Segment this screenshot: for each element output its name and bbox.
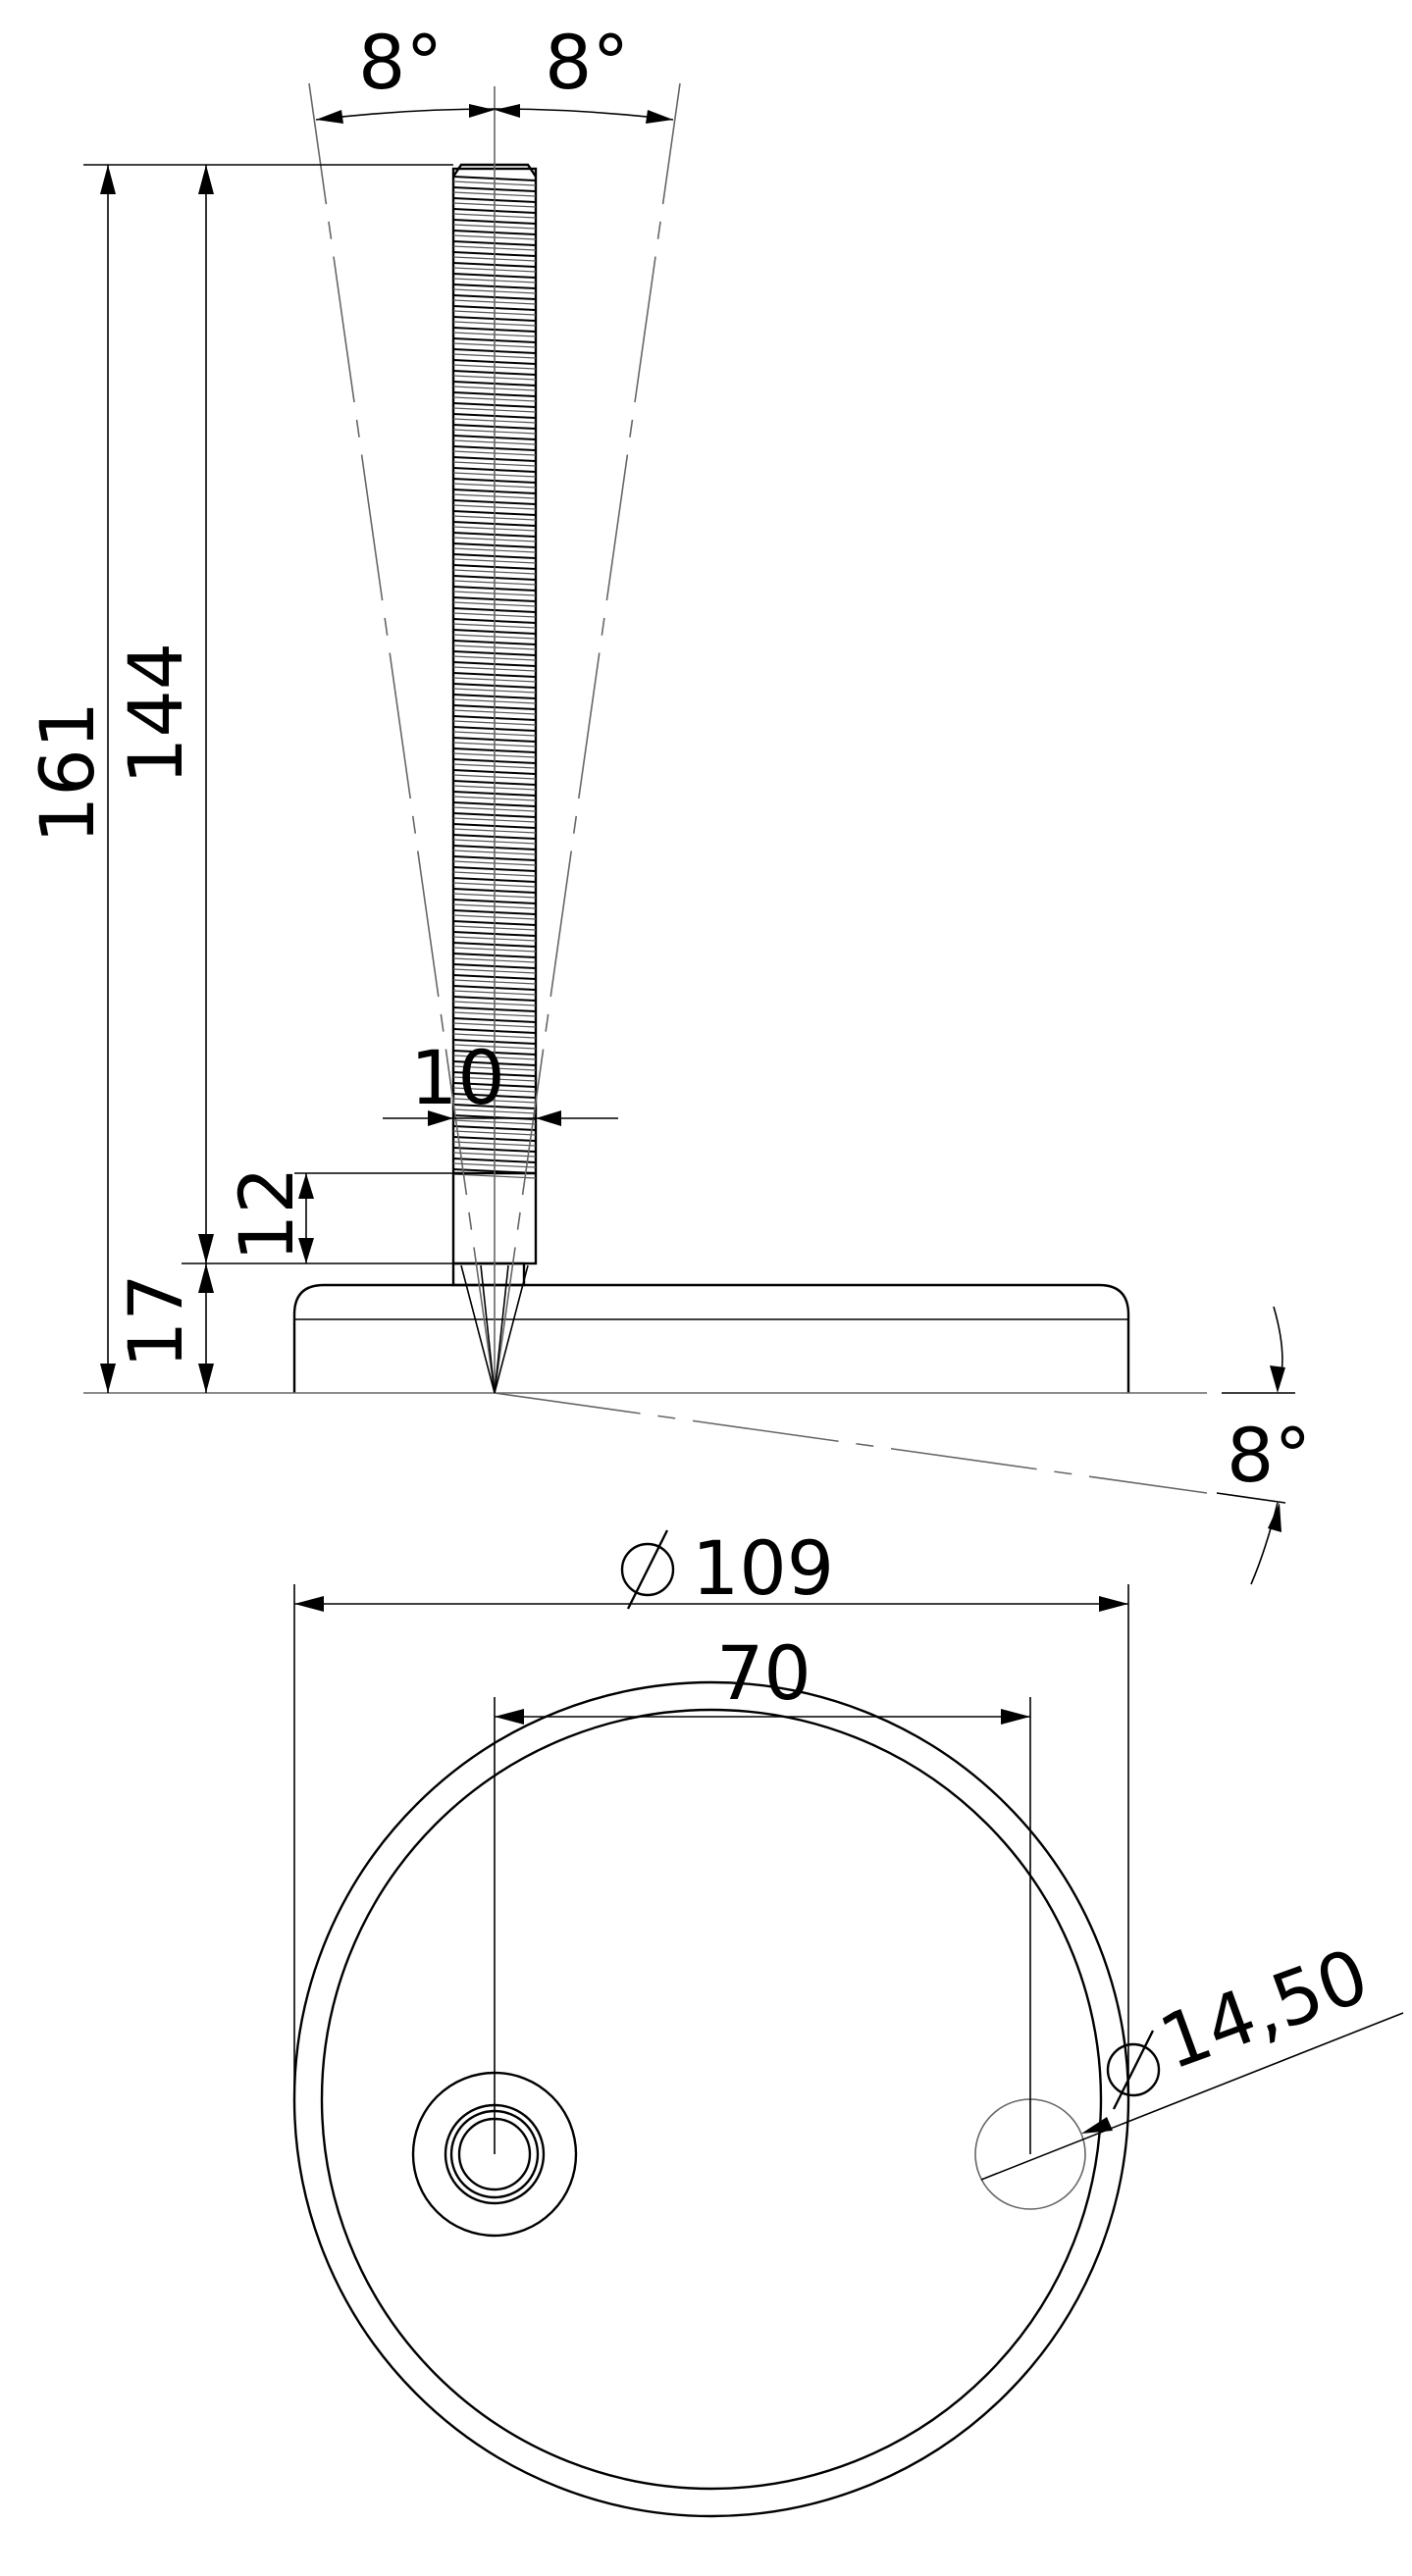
arrow-17-top: [198, 1263, 214, 1293]
angle-left-label: 8°: [358, 19, 443, 106]
angle-arc-right-2: [1250, 1502, 1279, 1585]
arrow-70-left: [495, 1709, 524, 1725]
arrow-10-left: [428, 1110, 453, 1126]
base-outer-circle: [292, 1680, 1130, 2518]
diameter-symbol-109: [620, 1542, 675, 1597]
ball-line-b: [494, 1264, 529, 1394]
diameter-slash-109: [626, 1529, 669, 1610]
tilt-line-right: [494, 82, 681, 1394]
dim-10-label: 10: [410, 1034, 505, 1121]
arrow-10-right: [536, 1110, 561, 1126]
arrow-109-left: [294, 1596, 324, 1612]
dim-17-label: 17: [112, 1273, 199, 1368]
arrow-angle-l-2: [469, 104, 495, 118]
arrow-161-bot: [100, 1364, 116, 1393]
arrow-angle-r-2: [646, 110, 673, 124]
angle-tilt-label: 8°: [1227, 1412, 1311, 1499]
ball-line-d: [494, 1264, 509, 1394]
arrow-tilt-top: [1270, 1365, 1285, 1393]
angle-arc-top: [315, 108, 674, 121]
dim-14-50-label: 14,50: [1149, 1932, 1380, 2087]
tilt-line-ground: [494, 1392, 1208, 1494]
arrow-144-top: [198, 165, 214, 194]
arrow-tilt-bot: [1268, 1503, 1281, 1532]
ball-line-c: [480, 1264, 496, 1394]
side-view: 8° 8° 161 144 17 12 10: [24, 19, 1311, 1585]
arrow-12-bot: [298, 1238, 314, 1263]
dim-12-label: 12: [223, 1166, 310, 1262]
base-inner-circle: [320, 1708, 1103, 2491]
tilt-line-left: [308, 82, 496, 1394]
dim-70-label: 70: [716, 1629, 811, 1717]
arrow-angle-r-1: [495, 104, 520, 118]
leader-14-50: [980, 2012, 1404, 2181]
arrow-70-right: [1001, 1709, 1030, 1725]
arrow-144-bot: [198, 1234, 214, 1263]
tilt-ext-line-2: [1216, 1492, 1286, 1504]
arrow-12-top: [298, 1173, 314, 1199]
angle-right-label: 8°: [545, 19, 629, 106]
arrow-161-top: [100, 165, 116, 194]
dim-144-label: 144: [112, 643, 199, 785]
diameter-symbol-14-50: [1106, 2042, 1161, 2097]
arrow-109-right: [1099, 1596, 1128, 1612]
dim-161-label: 161: [24, 701, 111, 844]
arrow-14-50: [1081, 2117, 1113, 2134]
base-profile: [292, 1283, 1130, 1393]
top-view: 109 70 14,50: [292, 1524, 1404, 2518]
diameter-slash-14-50: [1112, 2030, 1155, 2110]
ball-line-a: [460, 1264, 496, 1394]
dim-109-label: 109: [692, 1524, 834, 1612]
arrow-17-bot: [198, 1364, 214, 1393]
arrow-angle-l-1: [316, 110, 343, 124]
